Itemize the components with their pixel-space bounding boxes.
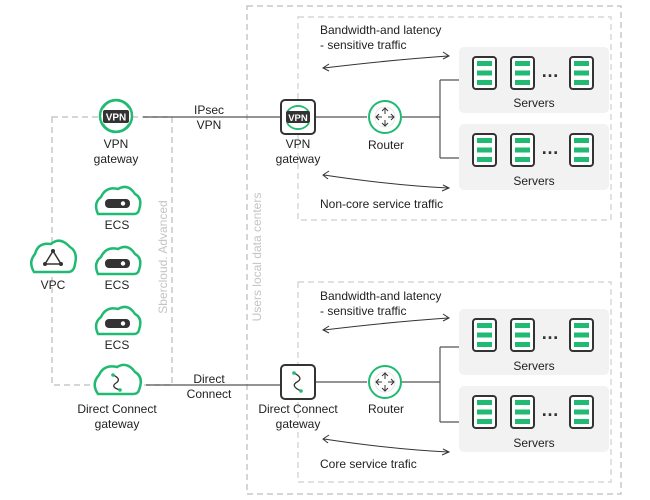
vpn-badge-right: VPN <box>288 113 308 124</box>
server-icon <box>472 56 497 90</box>
traffic-label-bw-top: Bandwidth-and latency - sensitive traffi… <box>320 23 442 52</box>
server-icon <box>510 395 535 429</box>
traffic-arrow-bw-bottom <box>323 317 449 331</box>
server-group-1 <box>472 56 594 90</box>
ecs-label-1: ECS <box>104 218 130 232</box>
router-servers-link-top <box>402 79 459 159</box>
direct-connect-label: Direct Connect <box>186 372 232 401</box>
server-icon <box>510 133 535 167</box>
server-icons <box>472 56 594 429</box>
router-servers-link-bottom <box>402 346 459 423</box>
user-datacenters-region <box>246 5 622 495</box>
ecs-icon-3 <box>94 305 142 336</box>
servers-label-3: Servers <box>513 359 555 373</box>
traffic-label-noncore: Non-core service traffic <box>320 197 444 211</box>
server-icon <box>569 395 594 429</box>
server-icon <box>569 318 594 352</box>
traffic-label-bw-bottom: Bandwidth-and latency - sensitive traffi… <box>320 289 442 318</box>
direct-connect-gateway-icon-left <box>93 363 143 396</box>
servers-label-4: Servers <box>513 436 555 450</box>
vpc-label: VPC <box>40 278 66 292</box>
server-icon <box>472 318 497 352</box>
vpn-gateway-icon-right <box>280 99 316 135</box>
servers-ellipsis-4: … <box>541 400 560 420</box>
ecs-icon-2 <box>94 245 142 276</box>
servers-ellipsis-1: … <box>541 61 560 81</box>
direct-connect-gateway-right-label: Direct Connect gateway <box>258 402 338 431</box>
servers-ellipsis-3: … <box>541 323 560 343</box>
router-top-label: Router <box>367 138 405 152</box>
ecs-label-3: ECS <box>104 338 130 352</box>
router-icon-bottom <box>368 365 402 399</box>
server-icon <box>510 318 535 352</box>
servers-label-1: Servers <box>513 96 555 110</box>
direct-connect-gateway-left-label: Direct Connect gateway <box>77 402 157 431</box>
traffic-arrow-core <box>323 438 449 453</box>
servers-label-2: Servers <box>513 174 555 188</box>
vpn-gateway-left-label: VPN gateway <box>93 137 139 166</box>
router-icon-top <box>368 100 402 134</box>
direct-connect-gateway-icon-right <box>280 364 316 400</box>
traffic-label-core: Core service trafic <box>320 457 417 471</box>
server-icon <box>510 56 535 90</box>
server-icon <box>472 395 497 429</box>
server-group-4 <box>472 395 594 429</box>
vpc-icon <box>30 239 78 274</box>
server-group-2 <box>472 133 594 167</box>
server-icon <box>569 133 594 167</box>
router-bottom-label: Router <box>367 402 405 416</box>
servers-ellipsis-2: … <box>541 138 560 158</box>
user-datacenters-region-label: Users local data centers <box>250 192 264 322</box>
traffic-arrow-noncore <box>323 174 449 189</box>
ecs-label-2: ECS <box>104 278 130 292</box>
traffic-arrow-bw-top <box>323 55 449 69</box>
ecs-icon-1 <box>94 185 142 216</box>
server-group-3 <box>472 318 594 352</box>
server-icon <box>569 56 594 90</box>
vpn-badge-left: VPN <box>106 113 127 124</box>
server-icon <box>472 133 497 167</box>
sbercloud-region-label: Sbercloud. Advanced <box>156 200 170 314</box>
ipsec-vpn-label: IPsec VPN <box>193 103 225 132</box>
vpn-gateway-icon-left <box>98 98 134 134</box>
vpn-gateway-right-label: VPN gateway <box>275 137 321 166</box>
